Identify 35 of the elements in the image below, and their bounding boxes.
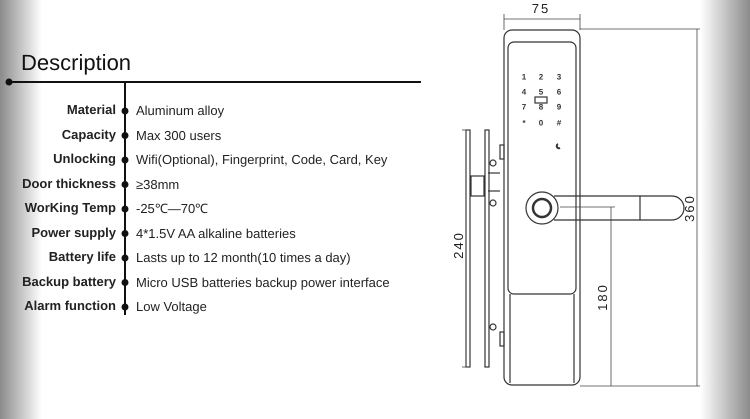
keypad-key: 9 [556, 102, 562, 112]
spec-value: Wifi(Optional), Fingerprint, Code, Card, Key [136, 152, 388, 168]
spec-name: Backup battery [22, 274, 116, 290]
keypad-key: 7 [522, 102, 526, 112]
spec-name: Alarm function [24, 298, 116, 314]
spec-value: Low Voltage [136, 299, 207, 315]
keypad-key: * [522, 118, 526, 128]
keypad-key: 1 [522, 72, 526, 82]
spec-value: Lasts up to 12 month(10 times a day) [136, 250, 351, 266]
dimension-label: 75 [532, 2, 550, 16]
spec-name: Battery life [48, 249, 116, 265]
dimension-label: 180 [596, 283, 610, 311]
keypad-key: 8 [538, 102, 544, 112]
spec-value: -25℃—70℃ [136, 201, 208, 217]
spec-value: Micro USB batteries backup power interface [136, 274, 390, 290]
spec-value: Max 300 users [136, 128, 222, 144]
keypad-key: 2 [538, 72, 544, 82]
title: Description [21, 50, 132, 76]
spec-value: 4*1.5V AA alkaline batteries [136, 226, 296, 242]
spec-value: ≥38mm [136, 176, 180, 192]
dimension-label: 240 [452, 231, 466, 259]
keypad-key: 5 [538, 88, 544, 96]
keypad-key: 4 [522, 88, 526, 96]
spec-value: Aluminum alloy [136, 103, 224, 119]
spec-name: Power supply [31, 224, 116, 240]
keypad-key: 3 [556, 72, 562, 82]
spec-name: WorKing Temp [24, 200, 116, 216]
spec-name: Door thickness [22, 176, 116, 192]
spec-name: Capacity [62, 126, 116, 142]
spec-name: Material [66, 102, 116, 118]
dimension-label: 360 [683, 194, 697, 222]
keypad-key: 0 [538, 118, 544, 128]
spec-name: Unlocking [53, 151, 116, 167]
keypad-key: # [556, 118, 562, 128]
keypad-key: 6 [556, 88, 562, 96]
